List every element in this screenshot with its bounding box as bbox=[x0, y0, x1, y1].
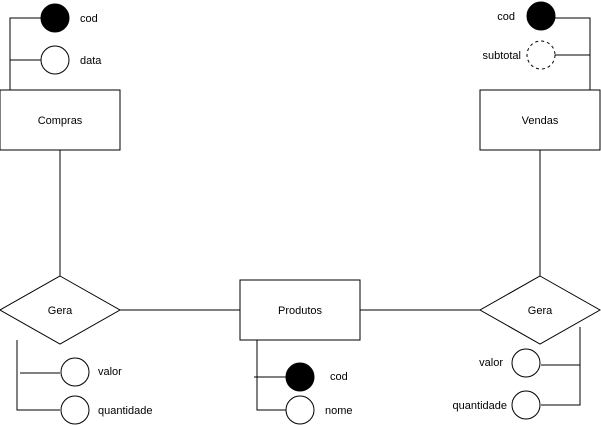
attribute-label: nome bbox=[325, 405, 353, 417]
entity-produtos-box bbox=[239, 279, 361, 341]
attribute-circle bbox=[285, 395, 315, 425]
attribute-gera-right-quantidade[interactable]: quantidade bbox=[453, 390, 541, 420]
compras-cod-connector bbox=[9, 17, 41, 90]
vendas-cod-connector bbox=[555, 17, 591, 90]
entity-produtos[interactable]: Produtos bbox=[239, 279, 361, 341]
attribute-circle bbox=[511, 348, 541, 378]
relationship-gera-left-label: Gera bbox=[48, 305, 73, 317]
attribute-circle bbox=[511, 390, 541, 420]
relationship-gera-left-diamond bbox=[0, 275, 122, 345]
attribute-vendas-subtotal[interactable]: subtotal bbox=[482, 40, 556, 70]
entity-compras-label: Compras bbox=[38, 115, 83, 127]
attribute-label: cod bbox=[80, 13, 98, 25]
attribute-gera-right-valor[interactable]: valor bbox=[479, 348, 541, 378]
attribute-compras-data[interactable]: data bbox=[40, 45, 102, 75]
entity-vendas[interactable]: Vendas bbox=[479, 89, 601, 151]
connectors bbox=[9, 17, 591, 411]
attribute-circle bbox=[60, 395, 90, 425]
key-attribute-circle bbox=[40, 3, 70, 33]
attribute-label: subtotal bbox=[482, 50, 521, 62]
entity-produtos-label: Produtos bbox=[278, 305, 323, 317]
attribute-label: cod bbox=[497, 11, 515, 23]
attribute-compras-cod[interactable]: cod bbox=[40, 3, 98, 33]
produtos-nome-connector bbox=[256, 340, 286, 411]
gera-right-quantidade-connector bbox=[541, 327, 581, 406]
relationship-gera-right[interactable]: Gera bbox=[478, 275, 601, 345]
derived-attribute-circle bbox=[526, 40, 556, 70]
attribute-circle bbox=[40, 45, 70, 75]
entity-compras[interactable]: Compras bbox=[0, 89, 121, 151]
entity-vendas-label: Vendas bbox=[522, 115, 559, 127]
attribute-label: valor bbox=[98, 366, 122, 378]
key-attribute-circle bbox=[285, 362, 315, 392]
attribute-label: quantidade bbox=[98, 405, 152, 417]
attribute-label: valor bbox=[479, 357, 503, 369]
entity-compras-box bbox=[0, 89, 121, 151]
relationship-gera-left[interactable]: Gera bbox=[0, 275, 122, 345]
attribute-vendas-cod[interactable]: cod bbox=[497, 1, 556, 31]
attribute-circle bbox=[60, 357, 90, 387]
attribute-gera-left-quantidade[interactable]: quantidade bbox=[60, 395, 152, 425]
relationship-gera-right-diamond bbox=[478, 275, 601, 345]
attribute-gera-left-valor[interactable]: valor bbox=[60, 357, 122, 387]
attribute-label: cod bbox=[330, 371, 348, 383]
relationship-gera-right-label: Gera bbox=[528, 305, 553, 317]
attribute-produtos-nome[interactable]: nome bbox=[285, 395, 353, 425]
attribute-label: data bbox=[80, 55, 102, 67]
attribute-label: quantidade bbox=[453, 400, 507, 412]
key-attribute-circle bbox=[526, 1, 556, 31]
attribute-produtos-cod[interactable]: cod bbox=[285, 362, 348, 392]
entity-vendas-box bbox=[479, 89, 601, 151]
gera-left-quantidade-connector bbox=[16, 340, 60, 411]
